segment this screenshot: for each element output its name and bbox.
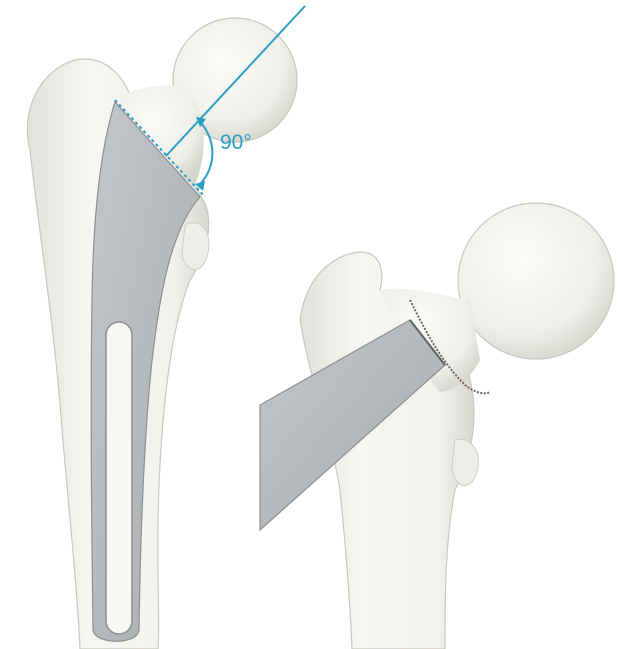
right-femur-group bbox=[260, 203, 614, 649]
right-lesser-trochanter bbox=[452, 439, 478, 485]
angle-label: 90° bbox=[220, 131, 252, 154]
blade-plate-slot bbox=[106, 322, 132, 634]
right-femoral-head bbox=[458, 203, 614, 359]
left-lesser-trochanter bbox=[182, 223, 209, 270]
left-femur-group bbox=[27, 18, 297, 649]
